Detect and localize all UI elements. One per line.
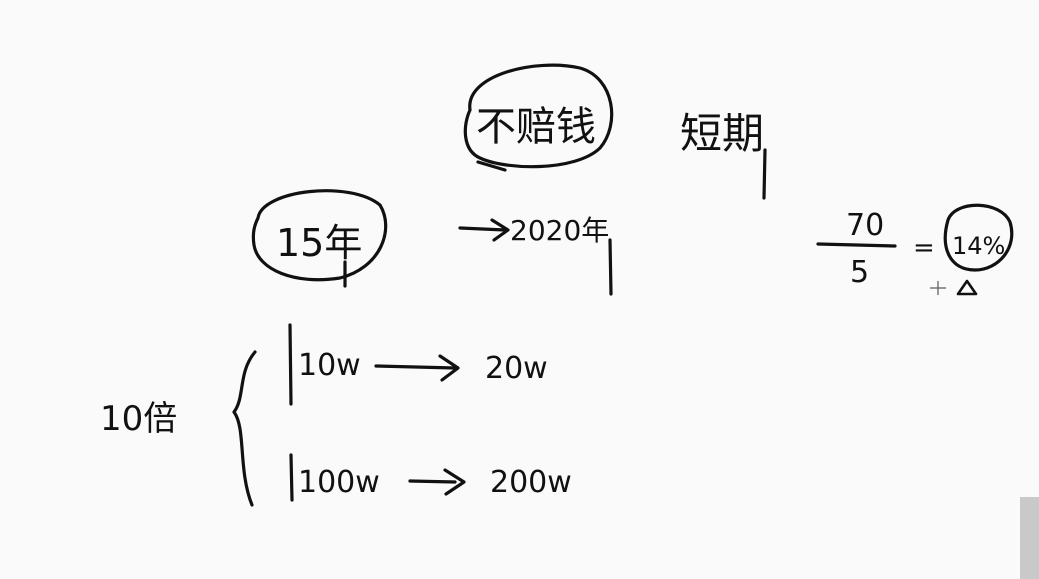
years-circle-outline bbox=[251, 189, 388, 282]
scrollbar-thumb[interactable] bbox=[1020, 497, 1039, 579]
title-aside: 短期 bbox=[680, 109, 767, 200]
equals-sign: = bbox=[913, 233, 935, 263]
circled-title: 不赔钱 bbox=[463, 63, 614, 172]
fraction-calc: 70 5 = 14% bbox=[816, 203, 1014, 296]
case-row-large: 100w 200w bbox=[289, 453, 572, 502]
case-large-divider bbox=[289, 453, 294, 502]
years-circled-text: 15年 bbox=[276, 221, 362, 265]
case-small-divider bbox=[288, 323, 293, 406]
triangle-icon bbox=[956, 279, 978, 296]
case-small-arrow bbox=[374, 354, 460, 382]
result-circled-text: 14% bbox=[952, 232, 1005, 260]
result-circle-outline bbox=[943, 203, 1014, 272]
fraction-bar bbox=[816, 242, 897, 248]
fraction-denominator: 5 bbox=[850, 255, 869, 290]
case-row-small: 10w 20w bbox=[288, 323, 548, 406]
multiplier-text: 10倍 bbox=[100, 399, 177, 439]
curly-brace bbox=[232, 350, 257, 507]
circled-years: 15年 bbox=[251, 189, 388, 288]
case-large-from: 100w bbox=[298, 465, 380, 500]
multiplier-group: 10倍 bbox=[100, 350, 257, 507]
title-circled-text: 不赔钱 bbox=[476, 104, 596, 150]
fraction-numerator: 70 bbox=[846, 208, 884, 243]
case-small-from: 10w bbox=[298, 348, 361, 383]
year-arrow bbox=[458, 218, 510, 242]
case-large-arrow bbox=[408, 468, 466, 496]
title-aside-tail bbox=[762, 148, 767, 200]
title-aside-text: 短期 bbox=[680, 109, 764, 158]
case-small-to: 20w bbox=[485, 351, 548, 386]
target-year-text: 2020年 bbox=[510, 214, 609, 247]
crosshair-cursor-icon bbox=[930, 281, 946, 295]
case-large-to: 200w bbox=[490, 465, 572, 500]
year-arrow-row: 2020年 bbox=[458, 214, 613, 296]
title-circle-outline bbox=[463, 63, 614, 172]
target-year-tail bbox=[608, 238, 613, 296]
